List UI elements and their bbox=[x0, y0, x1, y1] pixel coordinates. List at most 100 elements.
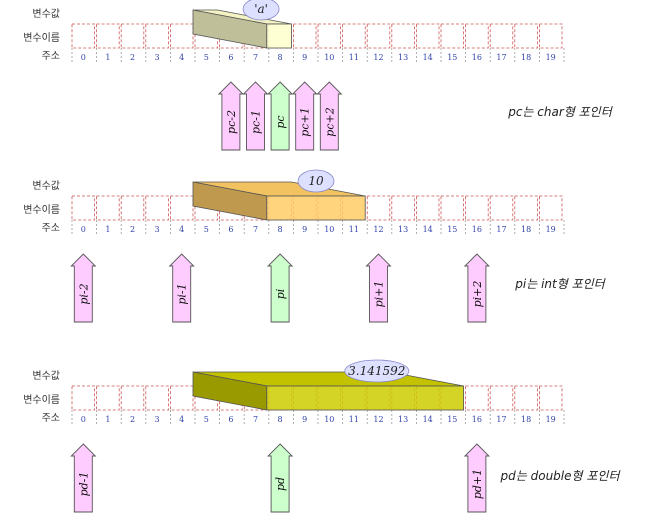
address-label: 16 bbox=[472, 53, 482, 62]
memory-cell bbox=[366, 23, 391, 49]
memory-cell bbox=[415, 195, 440, 221]
memory-cell bbox=[539, 385, 563, 411]
address-label: 15 bbox=[447, 415, 457, 424]
address-label: 18 bbox=[521, 53, 531, 62]
address-label: 10 bbox=[324, 415, 334, 424]
pointer-pcminus1: pc-1 bbox=[242, 81, 269, 151]
memory-cell bbox=[514, 385, 538, 411]
memory-cell bbox=[71, 385, 96, 411]
pointer-pc: pc bbox=[267, 81, 294, 151]
variable-value: 3.141592 bbox=[348, 364, 405, 378]
panel-caption: pi는 int형 포인터 bbox=[514, 277, 606, 291]
pointer-label: pc-1 bbox=[250, 110, 263, 134]
pointer-arrow bbox=[291, 81, 318, 151]
address-label: 9 bbox=[302, 53, 307, 62]
value-block-front bbox=[266, 385, 464, 411]
address-label: 2 bbox=[130, 225, 135, 234]
pointer-piminus1: pi-1 bbox=[168, 253, 195, 323]
memory-cell bbox=[145, 195, 169, 221]
address-label: 4 bbox=[179, 53, 184, 62]
memory-cell bbox=[415, 23, 440, 49]
pointer-piplus2: pi+2 bbox=[463, 253, 490, 323]
address-label: 7 bbox=[253, 225, 258, 234]
row-label-address: 주소 bbox=[42, 412, 60, 424]
address-label: 3 bbox=[155, 415, 160, 424]
panel-caption: pd는 double형 포인터 bbox=[500, 469, 622, 483]
value-bubble bbox=[344, 359, 410, 383]
memory-cell bbox=[489, 23, 514, 49]
pointer-piplus1: pi+1 bbox=[365, 253, 392, 323]
address-label: 13 bbox=[398, 225, 408, 234]
address-label: 12 bbox=[373, 53, 383, 62]
pointer-arrow bbox=[168, 253, 195, 323]
memory-cell bbox=[169, 195, 194, 221]
pointer-label: pd+1 bbox=[471, 469, 484, 499]
value-block-front bbox=[266, 195, 366, 221]
pointer-label: pc bbox=[274, 115, 287, 128]
pointer-label: pd-1 bbox=[77, 472, 90, 497]
address-label: 7 bbox=[253, 415, 258, 424]
pointer-arrow bbox=[267, 81, 294, 151]
address-label: 14 bbox=[423, 415, 433, 424]
pointer-arrow bbox=[463, 443, 490, 513]
pointer-pd: pd bbox=[267, 443, 294, 513]
row-label-name: 변수이름 bbox=[23, 394, 60, 406]
row-label-value: 변수값 bbox=[32, 180, 60, 192]
memory-cell bbox=[96, 385, 120, 411]
address-label: 3 bbox=[155, 225, 160, 234]
memory-cell bbox=[366, 195, 391, 221]
memory-cell bbox=[120, 385, 145, 411]
pointer-arrow bbox=[70, 443, 97, 513]
memory-cell bbox=[465, 195, 489, 221]
memory-cell bbox=[539, 23, 563, 49]
row-label-name: 변수이름 bbox=[23, 204, 60, 216]
memory-cell bbox=[71, 195, 96, 221]
address-label: 7 bbox=[253, 53, 258, 62]
address-label: 0 bbox=[81, 225, 86, 234]
memory-cell bbox=[120, 23, 145, 49]
address-label: 12 bbox=[373, 225, 383, 234]
pointer-label: pc-2 bbox=[225, 110, 238, 134]
address-label: 11 bbox=[349, 415, 359, 424]
address-label: 6 bbox=[228, 415, 233, 424]
address-label: 1 bbox=[105, 53, 110, 62]
address-label: 6 bbox=[228, 225, 233, 234]
address-label: 18 bbox=[521, 225, 531, 234]
address-label: 9 bbox=[302, 415, 307, 424]
pointer-arrow bbox=[242, 81, 269, 151]
address-label: 6 bbox=[228, 53, 233, 62]
memory-cell bbox=[342, 23, 366, 49]
pointer-arrow bbox=[267, 253, 294, 323]
address-label: 17 bbox=[496, 53, 506, 62]
memory-cell bbox=[120, 195, 145, 221]
row-label-address: 주소 bbox=[42, 222, 60, 234]
address-label: 8 bbox=[278, 415, 283, 424]
memory-cell bbox=[96, 23, 120, 49]
pointer-pdminus1: pd-1 bbox=[70, 443, 97, 513]
address-label: 4 bbox=[179, 415, 184, 424]
memory-cell bbox=[489, 385, 514, 411]
address-label: 17 bbox=[496, 415, 506, 424]
memory-cell bbox=[317, 23, 342, 49]
pointer-pdplus1: pd+1 bbox=[463, 443, 490, 513]
pointer-label: pi+1 bbox=[373, 281, 386, 308]
address-label: 19 bbox=[546, 415, 556, 424]
panel-caption: pc는 char형 포인터 bbox=[507, 105, 613, 119]
memory-cell bbox=[169, 385, 194, 411]
pointer-arrow bbox=[463, 253, 490, 323]
address-label: 15 bbox=[447, 225, 457, 234]
value-block-front bbox=[266, 23, 292, 49]
address-label: 16 bbox=[472, 225, 482, 234]
pointer-arrow bbox=[217, 81, 244, 151]
pointer-label: pc+1 bbox=[299, 107, 312, 136]
memory-cell bbox=[391, 195, 415, 221]
address-label: 4 bbox=[179, 225, 184, 234]
address-label: 8 bbox=[278, 225, 283, 234]
address-label: 14 bbox=[423, 225, 433, 234]
memory-cell bbox=[71, 23, 96, 49]
pointer-pi: pi bbox=[267, 253, 294, 323]
pointer-arrow bbox=[267, 443, 294, 513]
